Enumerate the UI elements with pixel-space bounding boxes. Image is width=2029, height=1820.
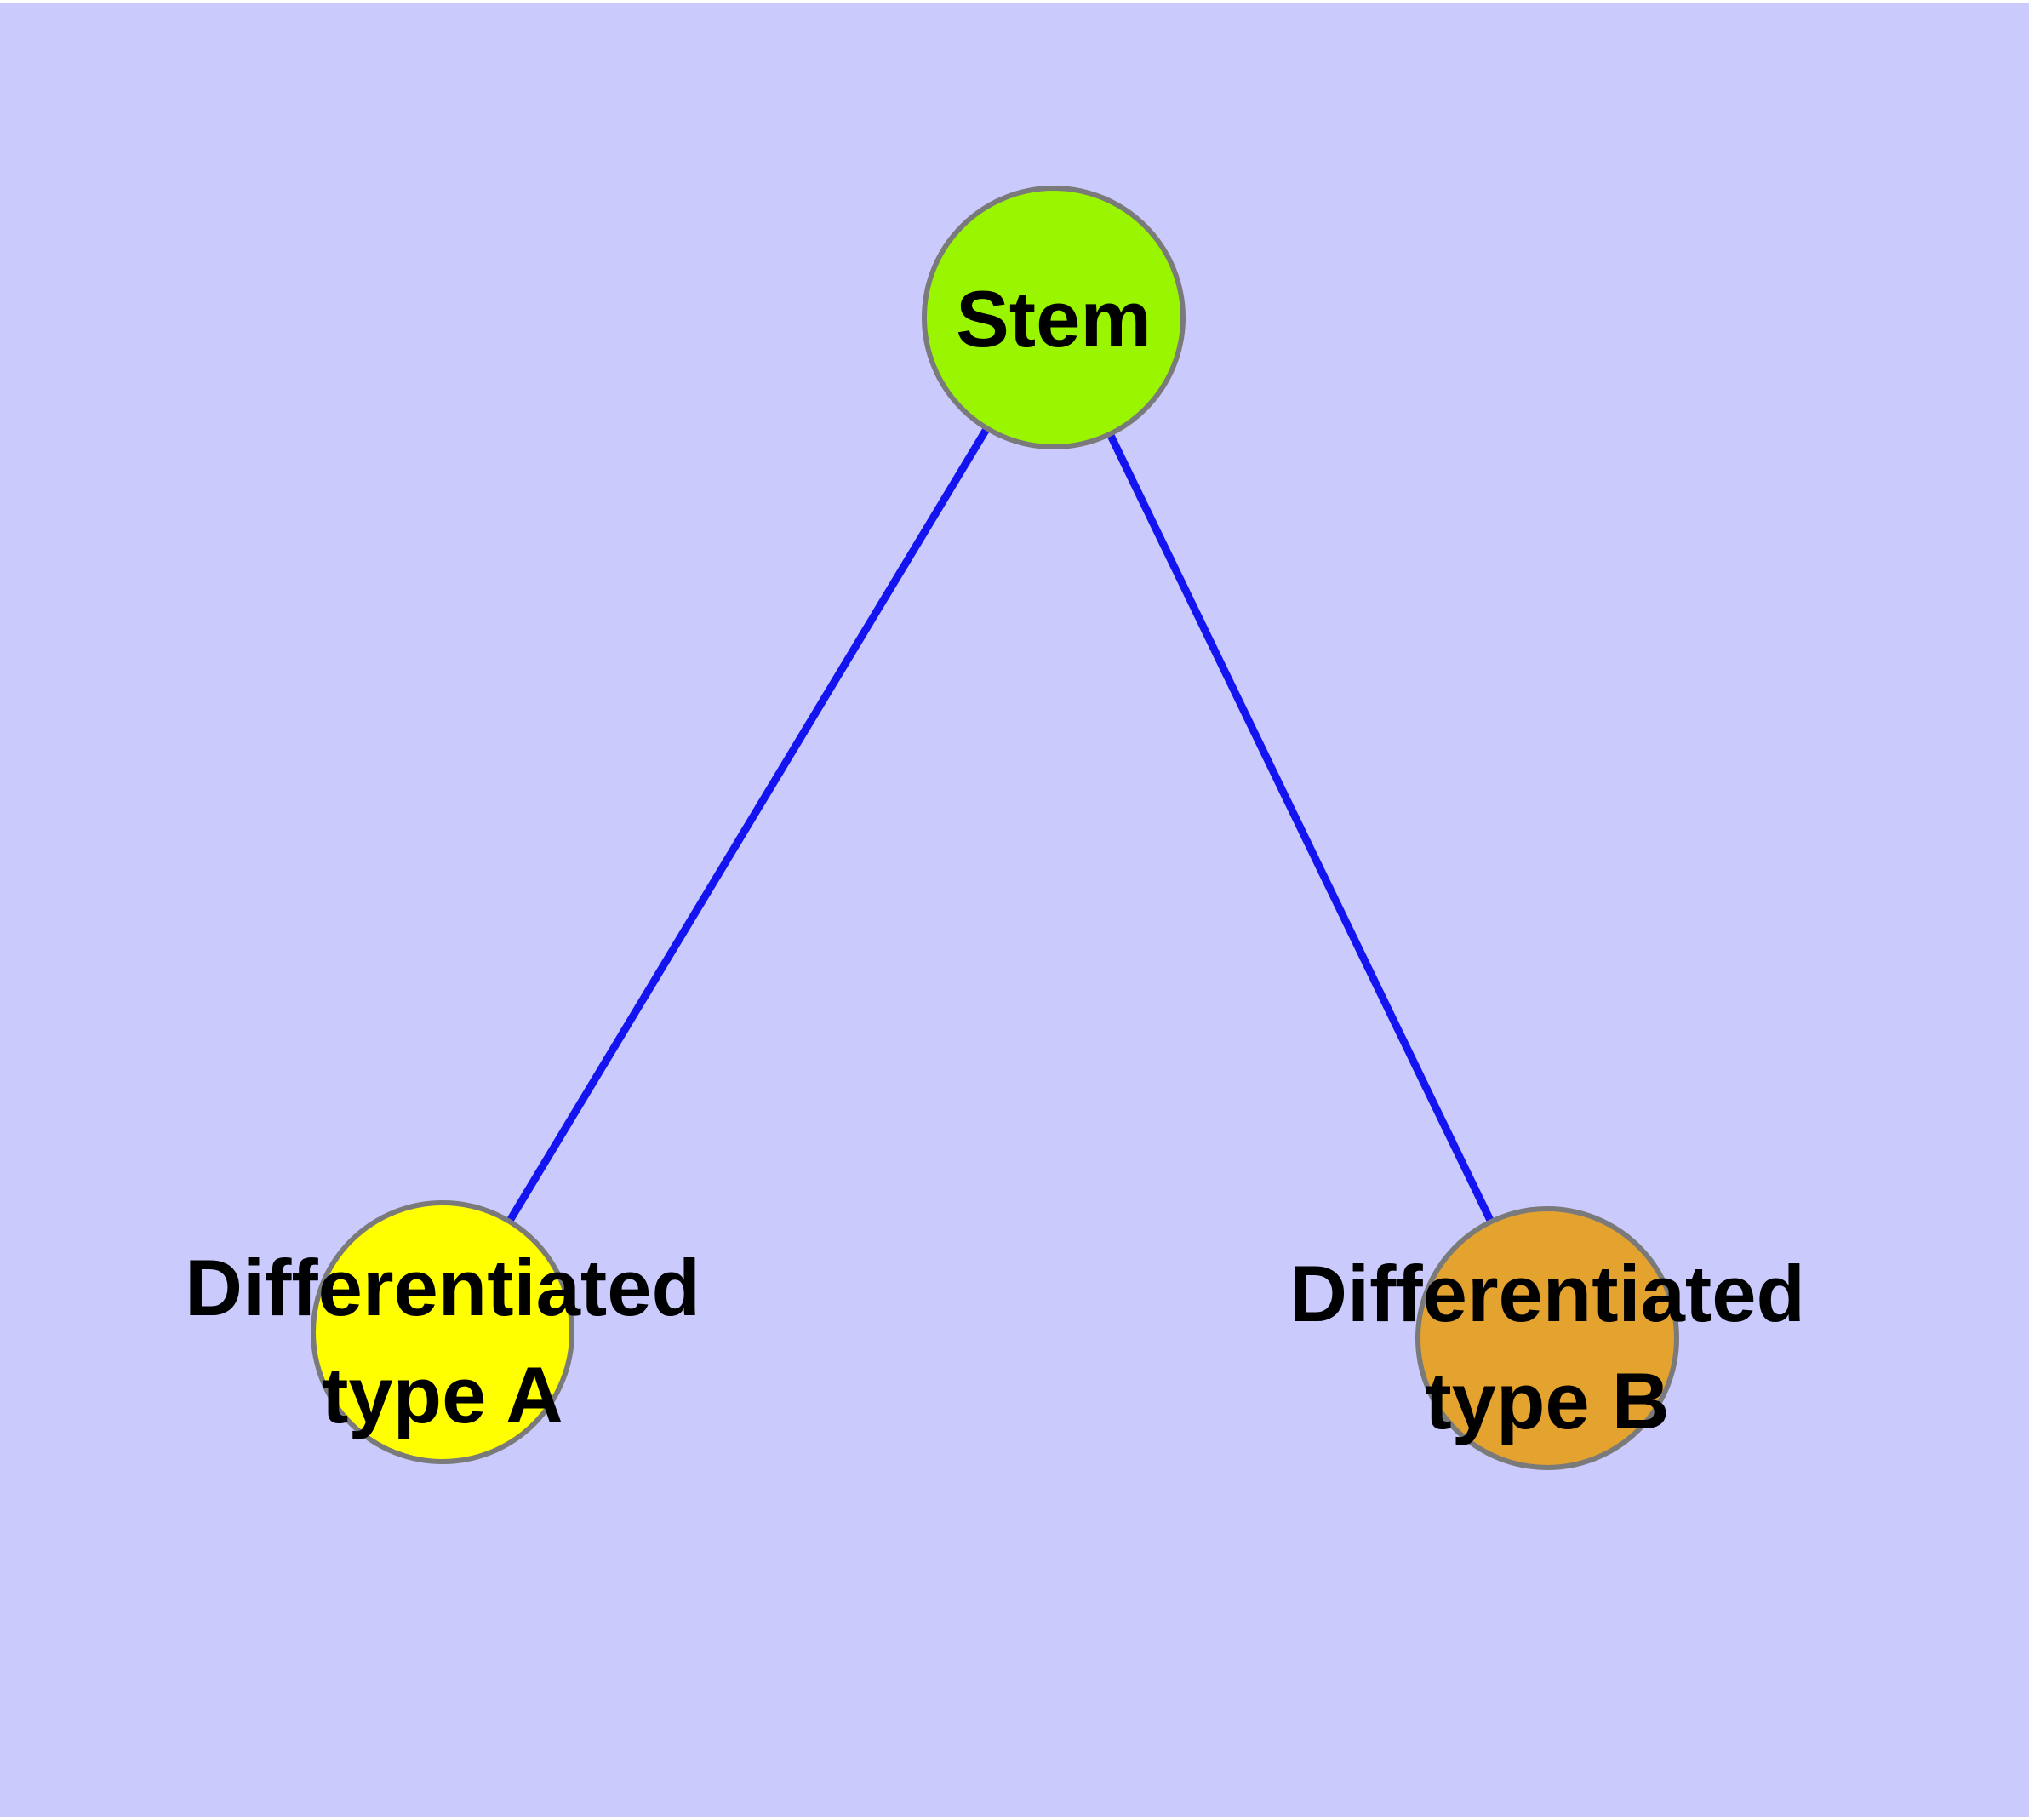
node-label-stem: Stem [956, 274, 1152, 363]
edge-stem-to-differentiated-type-a [439, 315, 1057, 1335]
nodes-layer [311, 186, 1679, 1470]
node-differentiated-type-a [311, 1200, 574, 1464]
edge-stem-to-differentiated-type-b [1049, 316, 1552, 1340]
bottom-margin-strip [0, 1817, 2029, 1820]
top-margin-strip [0, 0, 2029, 3]
node-stem [922, 186, 1186, 449]
node-label-differentiated-type-a-line2: type A [322, 1350, 563, 1439]
node-differentiated-type-b [1415, 1206, 1679, 1470]
node-label-differentiated-type-a-line1: Differentiated [185, 1243, 700, 1332]
node-label-differentiated-type-b-line1: Differentiated [1289, 1249, 1805, 1338]
edges-layer [439, 315, 1552, 1340]
node-label-differentiated-type-b-line2: type B [1425, 1356, 1669, 1445]
